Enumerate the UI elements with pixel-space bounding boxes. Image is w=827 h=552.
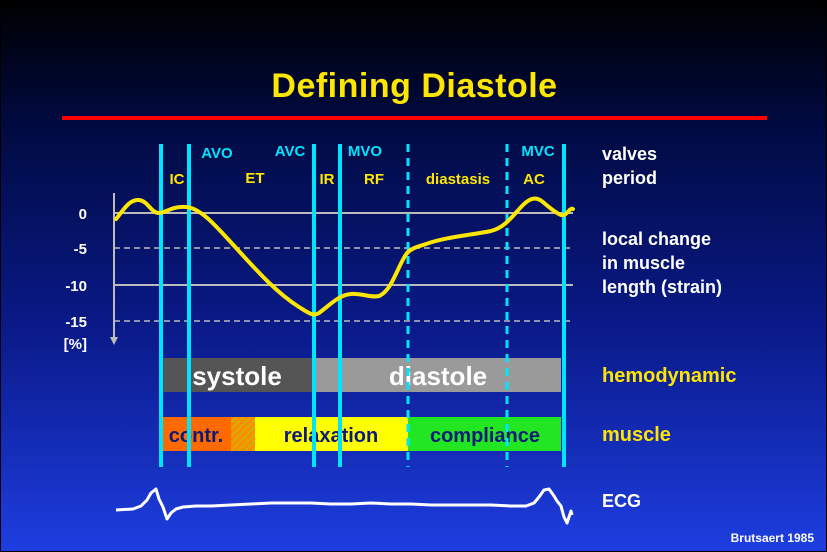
valve-avo-label: AVO bbox=[201, 145, 233, 162]
contraction-label: contr. bbox=[169, 425, 223, 447]
systole-label: systole bbox=[192, 361, 282, 391]
y-axis-arrow bbox=[110, 337, 118, 345]
muscle-row-label: muscle bbox=[602, 424, 671, 446]
valve-mvc-label: MVC bbox=[521, 143, 555, 160]
compliance-bar bbox=[408, 417, 561, 451]
valve-mvo-label: MVO bbox=[348, 143, 383, 160]
tick-label-minus-5: -5 bbox=[74, 241, 87, 258]
ecg-trace bbox=[115, 487, 574, 525]
valves-row-label: valves bbox=[602, 144, 658, 164]
transition-hatch bbox=[231, 417, 255, 451]
tick-label-minus-10: -10 bbox=[65, 278, 87, 295]
relaxation-label: relaxation bbox=[284, 425, 378, 447]
title-underline bbox=[62, 116, 767, 120]
tick-label-0: 0 bbox=[79, 206, 87, 223]
diastole-bar bbox=[314, 358, 561, 392]
period-row-label: period bbox=[602, 168, 658, 188]
period-ir-label: IR bbox=[320, 171, 335, 188]
strain-label-line3: length (strain) bbox=[602, 277, 722, 297]
strain-label-line2: in muscle bbox=[602, 253, 686, 273]
ecg-row-label: ECG bbox=[602, 491, 642, 511]
hemodynamic-row-label: hemodynamic bbox=[602, 365, 737, 387]
period-ic-label: IC bbox=[170, 171, 185, 188]
slide-title: Defining Diastole bbox=[271, 67, 558, 105]
tick-label-minus-15: -15 bbox=[65, 314, 87, 331]
period-rf-label: RF bbox=[364, 171, 384, 188]
period-ac-label: AC bbox=[523, 171, 545, 188]
compliance-label: compliance bbox=[430, 425, 540, 447]
contraction-bar bbox=[162, 417, 231, 451]
citation-credit: Brutsaert 1985 bbox=[730, 531, 814, 545]
axis-unit-label: [%] bbox=[64, 336, 87, 353]
period-diastasis-label: diastasis bbox=[426, 171, 490, 188]
period-et-label: ET bbox=[245, 170, 264, 187]
strain-label-line1: local change bbox=[602, 229, 712, 249]
relaxation-bar bbox=[255, 417, 408, 451]
diastole-label: diastole bbox=[389, 361, 487, 391]
valve-avc-label: AVC bbox=[275, 143, 306, 160]
strain-curve bbox=[114, 196, 575, 317]
